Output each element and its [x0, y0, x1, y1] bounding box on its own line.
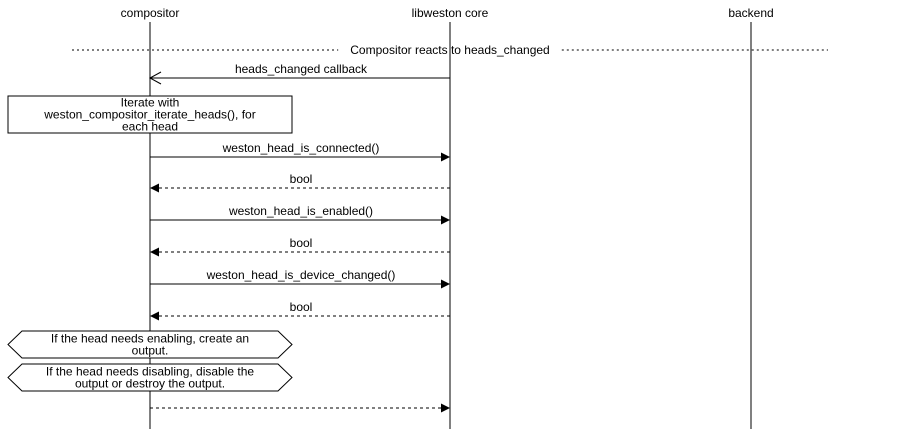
note-shape-hexagon-condition-enable-note: [7, 330, 293, 359]
message-bool-3: bool: [150, 300, 450, 321]
note-condition-disable-note: If the head needs disabling, disable the…: [7, 363, 293, 392]
note-shape-rect-iterate-note: [7, 95, 293, 134]
message-label-weston-head-is-device-changed: weston_head_is_device_changed(): [206, 268, 396, 282]
message-label-weston-head-is-enabled: weston_head_is_enabled(): [228, 204, 373, 218]
message-weston-head-is-enabled: weston_head_is_enabled(): [150, 204, 450, 225]
lifelines-group: compositor libweston core backend: [121, 6, 774, 429]
arrowhead-icon-bool-3: [150, 311, 159, 321]
divider-label: Compositor reacts to heads_changed: [350, 43, 549, 57]
message-bool-1: bool: [150, 172, 450, 193]
note-text-line: output.: [132, 344, 169, 358]
note-text-line: output or destroy the output.: [75, 377, 225, 391]
message-bool-2: bool: [150, 236, 450, 257]
arrowhead-icon-bool-2: [150, 247, 159, 257]
messages-group: heads_changed callback weston_head_is_con…: [148, 62, 450, 413]
note-text-line: each head: [122, 120, 178, 134]
message-final-return: [150, 403, 450, 413]
divider-separator: Compositor reacts to heads_changed: [72, 43, 828, 57]
message-label-weston-head-is-connected: weston_head_is_connected(): [222, 141, 380, 155]
message-label-heads-changed-callback: heads_changed callback: [235, 62, 368, 76]
lifeline-label-libweston-core: libweston core: [412, 6, 489, 20]
notes-group: Iterate withweston_compositor_iterate_he…: [7, 95, 293, 392]
message-weston-head-is-connected: weston_head_is_connected(): [150, 141, 450, 162]
arrowhead-icon-weston-head-is-connected: [441, 152, 450, 162]
note-text-line: If the head needs enabling, create an: [51, 332, 249, 346]
message-label-bool-2: bool: [290, 236, 313, 250]
note-shape-hexagon-condition-disable-note: [7, 363, 293, 392]
arrowhead-icon-final-return: [441, 403, 450, 413]
lifeline-label-backend: backend: [728, 6, 773, 20]
note-text-line: weston_compositor_iterate_heads(), for: [43, 108, 255, 122]
message-weston-head-is-device-changed: weston_head_is_device_changed(): [150, 268, 450, 289]
note-text-line: Iterate with: [121, 96, 180, 110]
note-text-line: If the head needs disabling, disable the: [46, 365, 254, 379]
lifeline-label-compositor: compositor: [121, 6, 180, 20]
message-label-bool-1: bool: [290, 172, 313, 186]
note-condition-enable-note: If the head needs enabling, create anout…: [7, 330, 293, 359]
arrowhead-icon-heads-changed-callback: [148, 71, 162, 85]
arrowhead-icon-weston-head-is-enabled: [441, 215, 450, 225]
arrowhead-icon-weston-head-is-device-changed: [441, 279, 450, 289]
note-iterate-note: Iterate withweston_compositor_iterate_he…: [7, 95, 293, 134]
message-heads-changed-callback: heads_changed callback: [148, 62, 450, 85]
arrowhead-icon-bool-1: [150, 183, 159, 193]
message-label-bool-3: bool: [290, 300, 313, 314]
